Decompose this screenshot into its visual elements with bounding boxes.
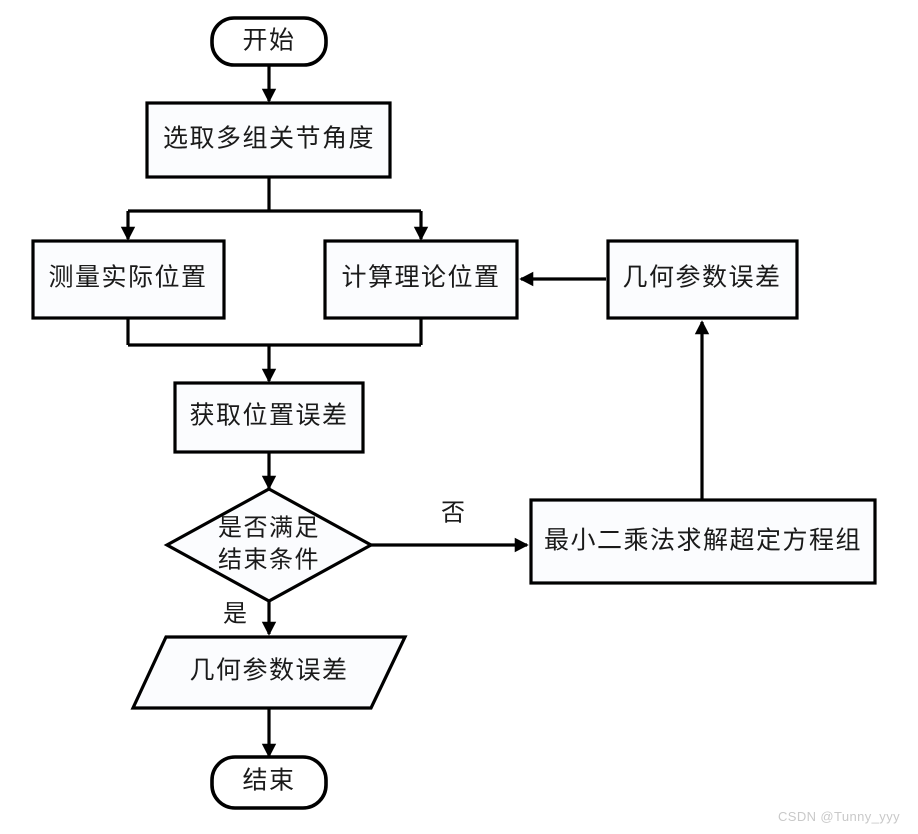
node-end[interactable]: 结束 xyxy=(210,755,328,810)
node-decision-shape xyxy=(163,487,375,603)
node-geometric-error-feedback-shape xyxy=(606,239,799,320)
node-end-label: 结束 xyxy=(242,767,295,795)
node-output-label: 几何参数误差 xyxy=(189,657,348,685)
node-compute[interactable]: 计算理论位置 xyxy=(323,239,519,320)
node-least-squares[interactable]: 最小二乘法求解超定方程组 xyxy=(529,498,877,585)
node-measure-label: 测量实际位置 xyxy=(48,264,207,292)
node-position-error-label: 获取位置误差 xyxy=(189,402,348,430)
node-start-shape xyxy=(210,16,328,67)
node-compute-shape xyxy=(323,239,519,320)
node-least-squares-shape xyxy=(529,498,877,585)
edge-label-yes: 是 xyxy=(223,602,247,628)
node-position-error-shape xyxy=(173,381,365,454)
node-geometric-error-feedback-label: 几何参数误差 xyxy=(622,264,781,292)
node-geometric-error-feedback[interactable]: 几何参数误差 xyxy=(606,239,799,320)
node-decision-label-line1: 是否满足 xyxy=(218,515,320,542)
edge-label-no: 否 xyxy=(441,501,465,527)
node-select[interactable]: 选取多组关节角度 xyxy=(145,101,392,179)
node-start[interactable]: 开始 xyxy=(210,16,328,67)
node-decision-label-line2: 结束条件 xyxy=(218,547,320,574)
node-select-shape xyxy=(145,101,392,179)
node-position-error[interactable]: 获取位置误差 xyxy=(173,381,365,454)
node-decision[interactable]: 是否满足 结束条件 xyxy=(163,487,375,603)
node-output-shape xyxy=(130,635,408,710)
watermark: CSDN @Tunny_yyy xyxy=(777,809,900,824)
node-measure[interactable]: 测量实际位置 xyxy=(31,239,226,320)
node-measure-shape xyxy=(31,239,226,320)
node-least-squares-label: 最小二乘法求解超定方程组 xyxy=(544,527,862,555)
node-start-label: 开始 xyxy=(242,27,295,55)
node-compute-label: 计算理论位置 xyxy=(341,264,500,292)
node-output[interactable]: 几何参数误差 xyxy=(130,635,408,710)
node-select-label: 选取多组关节角度 xyxy=(163,125,375,153)
node-end-shape xyxy=(210,755,328,810)
